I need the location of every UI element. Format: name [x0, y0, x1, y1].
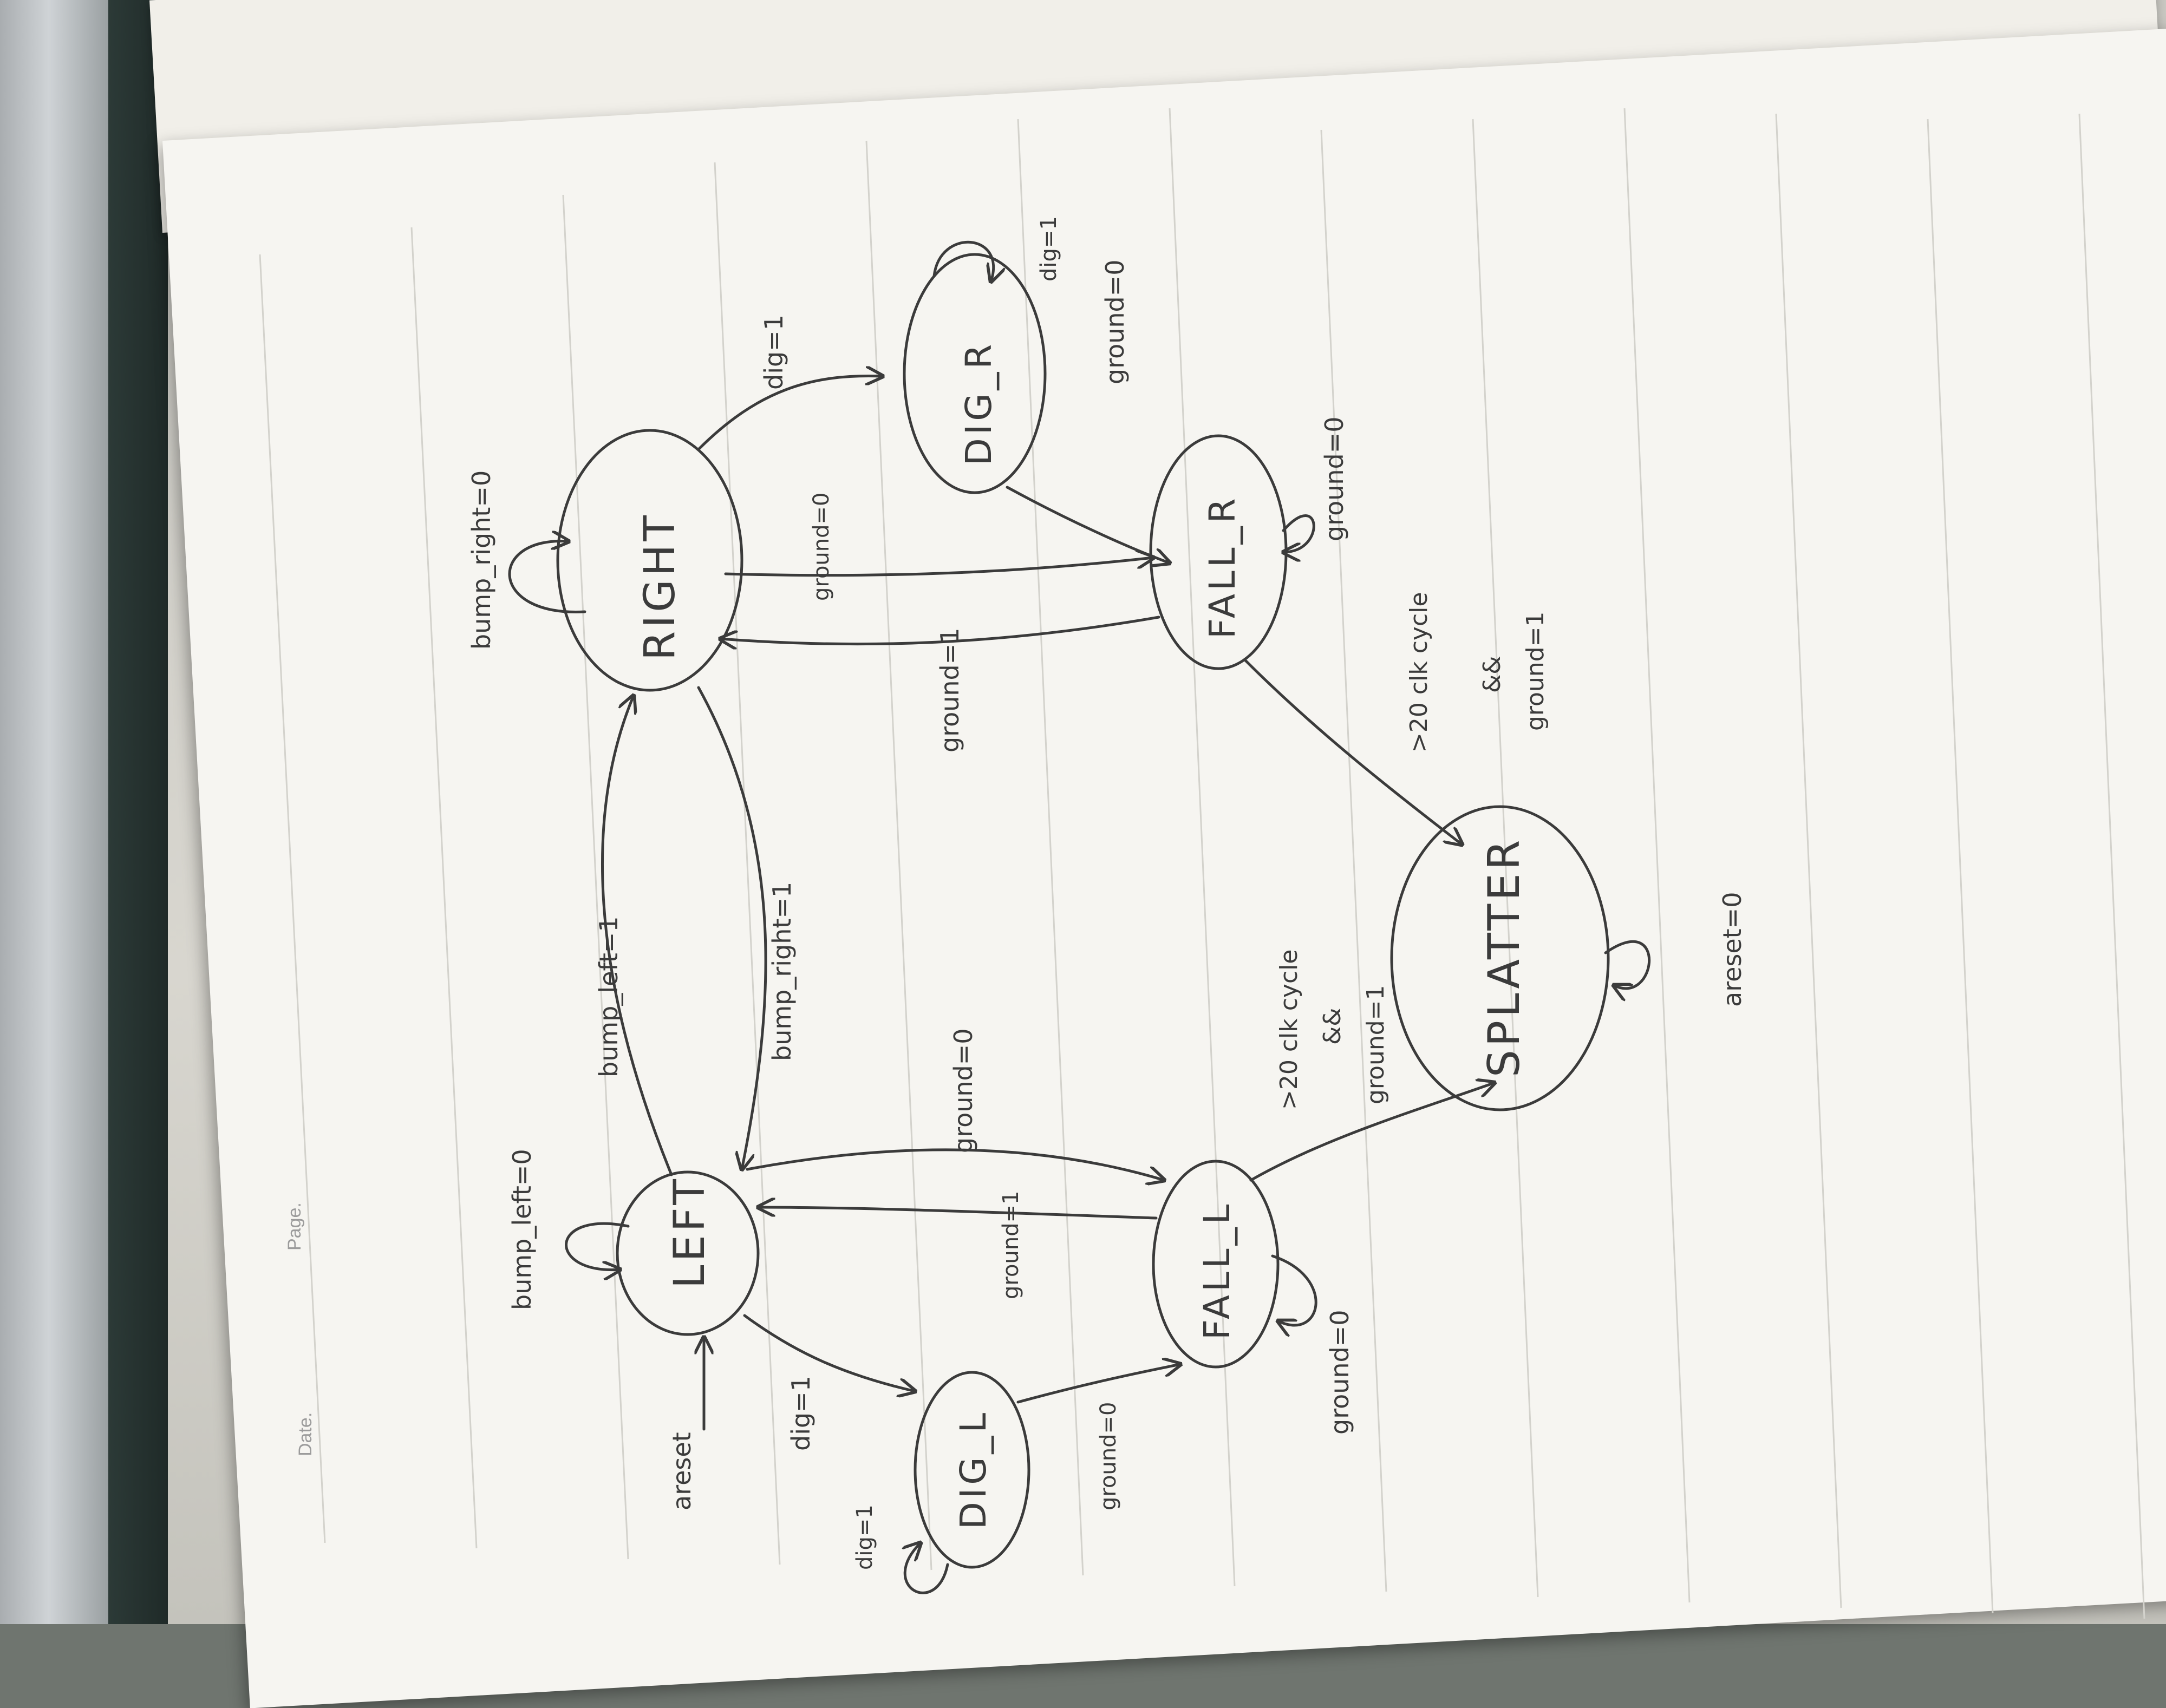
state-fall-l	[1152, 1160, 1280, 1369]
label-ground-0-digr: ground=0	[1100, 259, 1130, 384]
laptop-bezel	[108, 0, 168, 1624]
state-dig-r	[903, 253, 1047, 494]
arrow-left-to-fall-l	[746, 1148, 1164, 1180]
label-cycles-l-2: &&	[1319, 1007, 1346, 1045]
label-ground-0-digl: ground=0	[1096, 1402, 1121, 1511]
arrow-right-to-left	[697, 686, 767, 1169]
label-dig-1-self-l: dig=1	[852, 1504, 877, 1570]
label-ground-0-left: ground=0	[949, 1028, 978, 1153]
state-dig-r-label: DIG_R	[958, 341, 1000, 466]
label-dig-1-right: dig=1	[759, 315, 788, 390]
laptop-edge	[0, 0, 108, 1624]
arrow-right-to-dig-r	[697, 376, 883, 451]
loop-splatter	[1604, 940, 1651, 989]
state-left-label: LEFT	[666, 1176, 714, 1288]
label-cycles-l-1: >20 clk cycle	[1275, 950, 1303, 1110]
loop-right	[508, 541, 586, 613]
arrow-dig-l-to-fall-l	[1016, 1364, 1180, 1404]
label-bump-right-1: bump_right=1	[767, 882, 797, 1061]
loop-fall-r	[1283, 514, 1315, 553]
state-fall-r-label: FALL_R	[1202, 495, 1243, 639]
page-label: Page.	[284, 1202, 305, 1251]
loop-left	[565, 1222, 630, 1269]
state-dig-l	[914, 1371, 1030, 1569]
label-areset-0: areset=0	[1718, 892, 1747, 1007]
label-ground-1-fall-r: ground=1	[935, 627, 964, 752]
label-ground-0-right: ground=0	[809, 493, 834, 601]
state-right-label: RIGHT	[636, 512, 684, 660]
label-cycles-r-3: ground=1	[1522, 611, 1549, 731]
label-bump-right-0: bump_right=0	[467, 470, 496, 650]
loop-fall-l	[1271, 1254, 1317, 1325]
label-cycles-l-3: ground=1	[1362, 985, 1389, 1104]
label-areset: areset	[667, 1432, 696, 1510]
label-bump-left-1: bump_left=1	[594, 916, 623, 1077]
state-dig-l-label: DIG_L	[952, 1410, 994, 1529]
arrow-fall-l-to-splatter	[1249, 1083, 1495, 1182]
label-ground-0-fall-r: ground=0	[1320, 416, 1349, 541]
date-label: Date.	[295, 1412, 316, 1456]
label-cycles-r-2: &&	[1478, 656, 1506, 693]
loop-dig-r	[932, 241, 994, 282]
arrow-fall-r-to-right	[720, 616, 1160, 644]
label-cycles-r-1: >20 clk cycle	[1405, 592, 1433, 752]
arrow-fall-r-to-splatter	[1244, 659, 1462, 845]
label-bump-left-0: bump_left=0	[507, 1149, 537, 1310]
state-fall-l-label: FALL_L	[1196, 1201, 1238, 1340]
arrow-fall-l-to-left	[758, 1207, 1158, 1220]
label-ground-0-fall-l: ground=0	[1325, 1310, 1354, 1435]
label-dig-1-self-r: dig=1	[1036, 216, 1061, 282]
label-ground-1-fall-l: ground=1	[999, 1191, 1023, 1300]
arrow-right-to-fall-r	[724, 558, 1153, 577]
state-diagram: Date. Page.	[259, 108, 2145, 1619]
arrow-left-to-right	[601, 696, 673, 1176]
arrow-dig-r-to-fall-r	[1006, 486, 1170, 563]
loop-dig-l	[905, 1543, 949, 1594]
state-right	[556, 429, 743, 692]
state-splatter	[1390, 805, 1610, 1111]
state-splatter-label: SPLATTER	[1479, 837, 1529, 1077]
state-left	[616, 1170, 760, 1336]
ruled-lines	[259, 108, 2145, 1619]
arrow-left-to-dig-l	[743, 1314, 915, 1391]
label-dig-1-left: dig=1	[786, 1376, 815, 1451]
